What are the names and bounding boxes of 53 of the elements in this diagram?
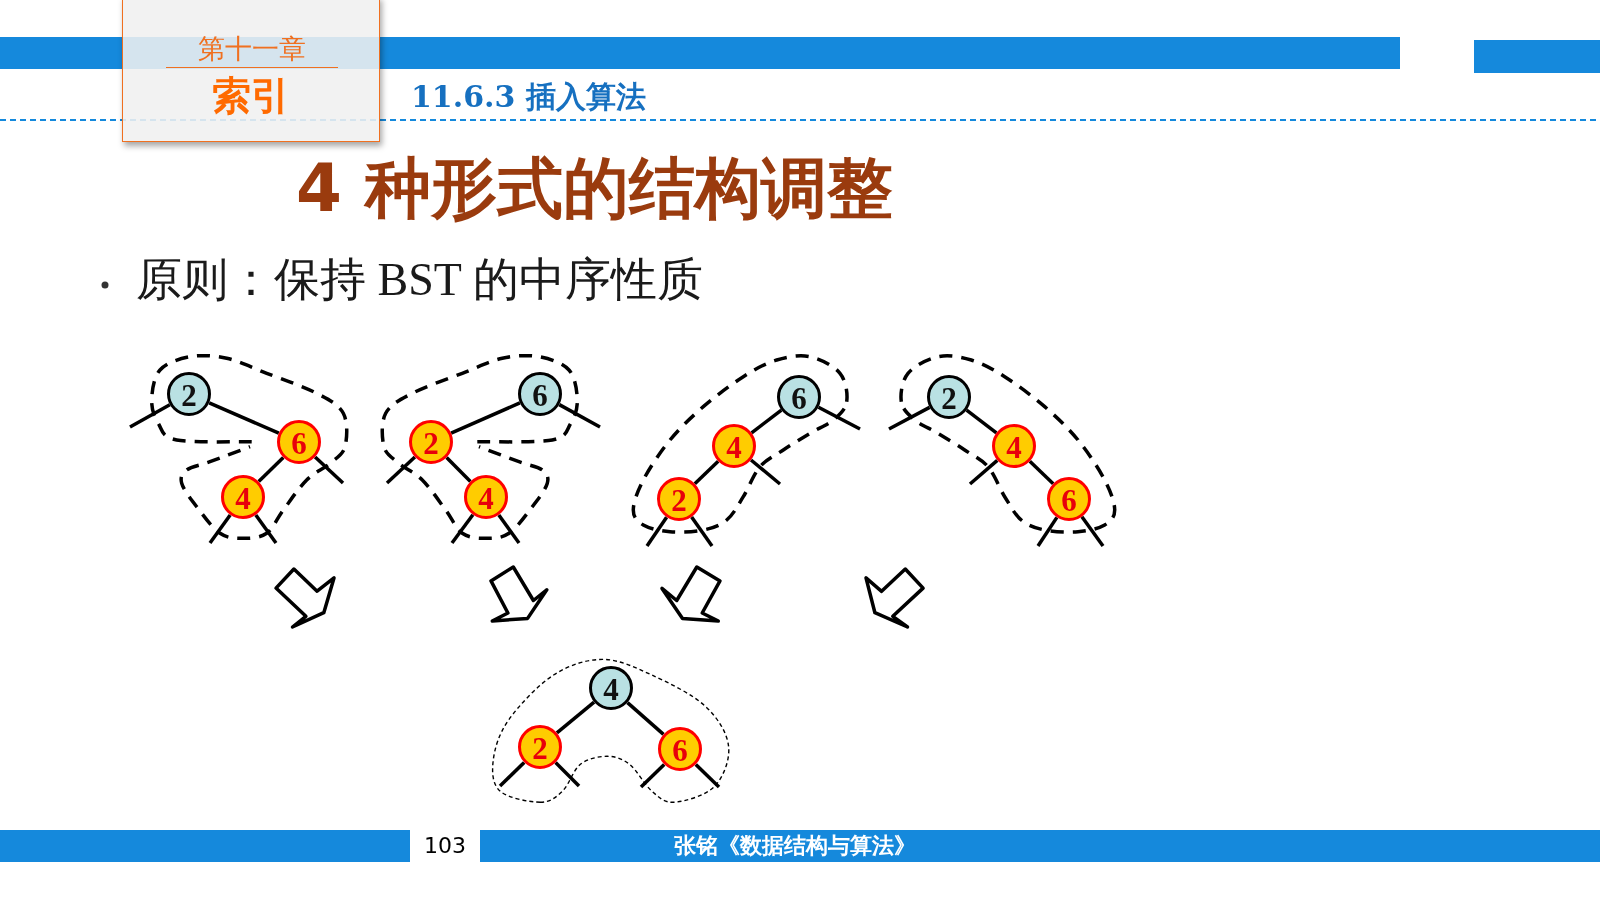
- stub-line: [208, 513, 232, 545]
- stub-line: [690, 516, 714, 547]
- stub-line: [554, 761, 581, 788]
- stub-line: [639, 763, 666, 789]
- stub-line: [645, 516, 669, 547]
- stub-line: [254, 513, 278, 545]
- node-circle: 6: [518, 372, 562, 416]
- stub-line: [1036, 516, 1059, 547]
- stub-line: [558, 403, 601, 429]
- bullet-text: 原则：保持 BST 的中序性质: [136, 253, 703, 308]
- node-circle: 4: [712, 424, 756, 468]
- tree-edge: [1028, 460, 1055, 485]
- node-circle: 2: [409, 420, 453, 464]
- tree-edge: [750, 408, 783, 435]
- node-circle: 6: [777, 375, 821, 419]
- tree-edge: [965, 408, 998, 435]
- stub-line: [129, 403, 171, 429]
- chapter-title: 索引: [212, 74, 290, 118]
- node-circle: 4: [589, 666, 633, 710]
- stub-line: [385, 455, 417, 485]
- tree-edge: [208, 401, 280, 435]
- tree-edge: [626, 701, 665, 736]
- page-number: 103: [424, 831, 466, 860]
- stub-line: [450, 513, 475, 545]
- stub-line: [313, 455, 345, 485]
- stub-line: [694, 763, 721, 789]
- stub-line: [1080, 515, 1105, 548]
- stub-line: [817, 405, 861, 431]
- stub-line: [497, 513, 521, 545]
- tab-card: [122, 0, 380, 142]
- tree-edge: [257, 456, 285, 483]
- node-circle: 2: [657, 477, 701, 521]
- section-heading: 11.6.3 插入算法: [411, 77, 646, 116]
- node-circle: 6: [1047, 477, 1091, 521]
- tree-edge: [555, 700, 596, 735]
- chapter-label: 第十一章: [166, 33, 338, 68]
- tree-edge: [450, 401, 521, 435]
- stub-line: [498, 761, 526, 788]
- node-circle: 2: [927, 375, 971, 419]
- node-circle: 2: [518, 725, 562, 769]
- footer-title: 张铭《数据结构与算法》: [674, 831, 916, 860]
- stub-line: [888, 405, 931, 431]
- stub-line: [968, 459, 999, 486]
- node-circle: 2: [167, 372, 211, 416]
- stub-line: [749, 458, 782, 486]
- node-circle: 4: [221, 475, 265, 519]
- node-circle: 6: [277, 420, 321, 464]
- tree-edge: [445, 456, 472, 483]
- node-circle: 4: [992, 424, 1036, 468]
- node-circle: 6: [658, 727, 702, 771]
- node-circle: 4: [464, 475, 508, 519]
- tree-edge: [693, 460, 720, 485]
- slide-title: 4 种形式的结构调整: [296, 149, 893, 230]
